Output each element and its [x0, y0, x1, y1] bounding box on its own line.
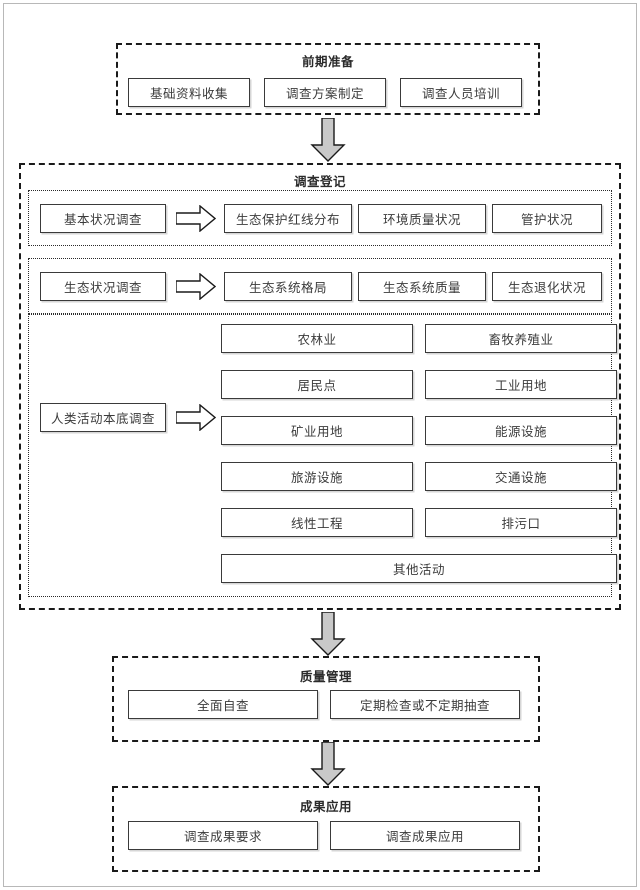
section-result-application: 成果应用 [112, 786, 540, 872]
node-periodic-or-random-inspection[interactable]: 定期检查或不定期抽查 [330, 690, 520, 719]
node-survey-result-requirements[interactable]: 调查成果要求 [128, 821, 318, 850]
node-linear-engineering[interactable]: 线性工程 [221, 508, 413, 537]
node-environmental-quality-status[interactable]: 环境质量状况 [358, 204, 486, 233]
node-ecosystem-pattern[interactable]: 生态系统格局 [224, 272, 352, 301]
node-tourism-facility[interactable]: 旅游设施 [221, 462, 413, 491]
arrow-quality-to-result [310, 742, 346, 786]
node-surveyor-training[interactable]: 调查人员培训 [400, 78, 522, 107]
node-management-protection-status[interactable]: 管护状况 [492, 204, 602, 233]
subgroup-basic-status [28, 190, 612, 246]
node-mining-land[interactable]: 矿业用地 [221, 416, 413, 445]
section-survey-registration: 调查登记 [19, 163, 621, 610]
node-human-activity-baseline-survey[interactable]: 人类活动本底调查 [40, 403, 166, 432]
node-livestock-aquaculture[interactable]: 畜牧养殖业 [425, 324, 617, 353]
node-survey-result-application[interactable]: 调查成果应用 [330, 821, 520, 850]
node-industrial-land[interactable]: 工业用地 [425, 370, 617, 399]
arrow-human-activity [176, 404, 216, 431]
node-survey-plan-formulation[interactable]: 调查方案制定 [264, 78, 386, 107]
node-basic-status-survey[interactable]: 基本状况调查 [40, 204, 166, 233]
section-preparation-title: 前期准备 [301, 55, 354, 69]
node-comprehensive-self-inspection[interactable]: 全面自查 [128, 690, 318, 719]
node-residential-area[interactable]: 居民点 [221, 370, 413, 399]
section-quality-management: 质量管理 [112, 656, 540, 742]
section-quality-management-title: 质量管理 [299, 670, 352, 684]
node-energy-facility[interactable]: 能源设施 [425, 416, 617, 445]
arrow-survey-to-quality [310, 612, 346, 656]
section-result-application-title: 成果应用 [299, 800, 352, 814]
arrow-preparation-to-survey [310, 118, 346, 162]
arrow-ecological-status [176, 273, 216, 300]
node-ecological-degradation-status[interactable]: 生态退化状况 [492, 272, 602, 301]
arrow-basic-status [176, 205, 216, 232]
node-ecological-redline-distribution[interactable]: 生态保护红线分布 [224, 204, 352, 233]
node-basic-data-collection[interactable]: 基础资料收集 [128, 78, 250, 107]
subgroup-ecological-status [28, 258, 612, 314]
node-ecosystem-quality[interactable]: 生态系统质量 [358, 272, 486, 301]
node-sewage-outlet[interactable]: 排污口 [425, 508, 617, 537]
section-survey-registration-title: 调查登记 [293, 175, 346, 189]
node-other-activities[interactable]: 其他活动 [221, 554, 617, 583]
node-ecological-status-survey[interactable]: 生态状况调查 [40, 272, 166, 301]
section-preparation: 前期准备 [116, 43, 540, 115]
node-transport-facility[interactable]: 交通设施 [425, 462, 617, 491]
subgroup-human-activity [28, 314, 612, 597]
node-agriculture-forestry[interactable]: 农林业 [221, 324, 413, 353]
